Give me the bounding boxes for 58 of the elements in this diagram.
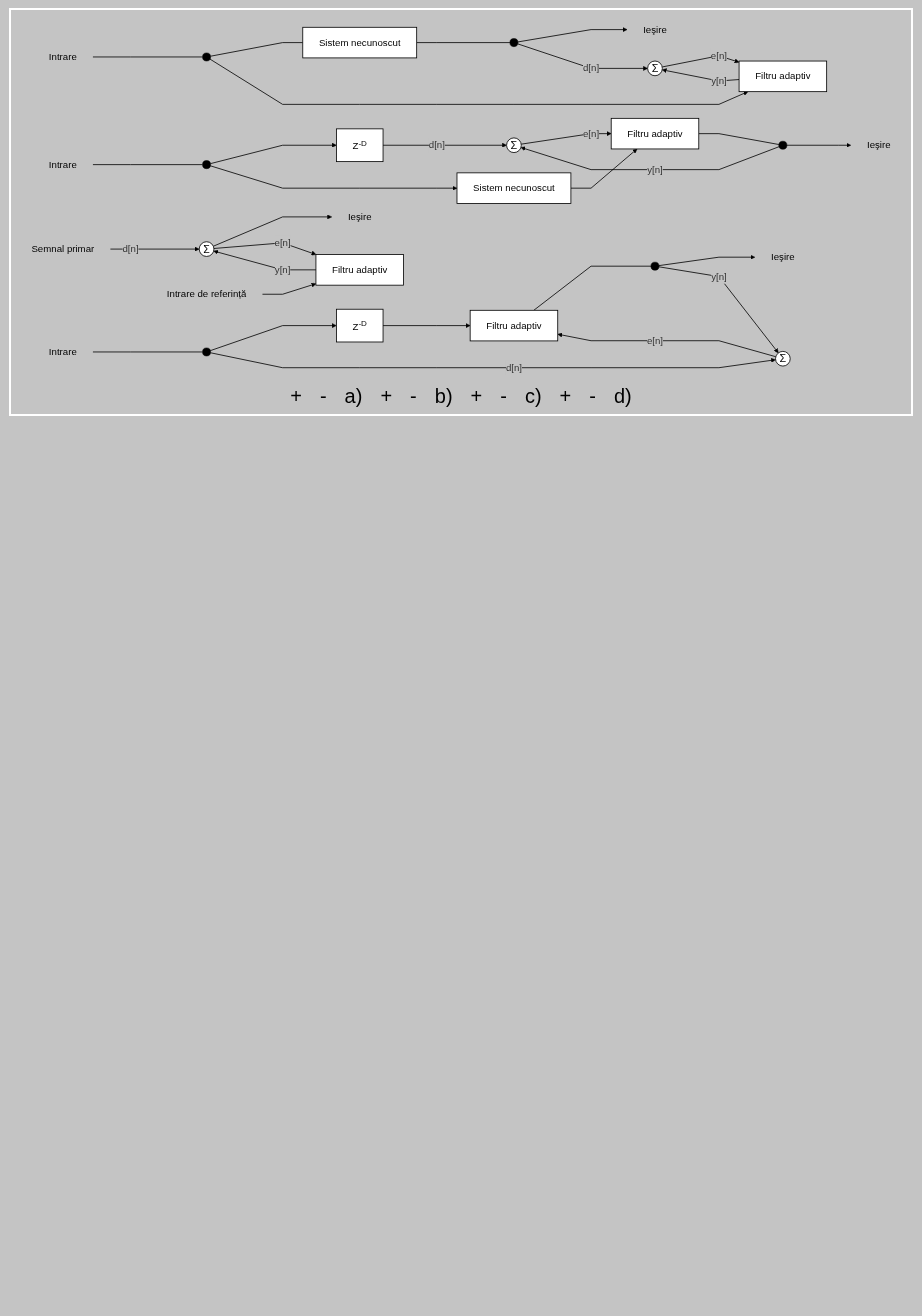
node-text: Ieşire	[866, 139, 891, 151]
node-circle	[202, 52, 211, 62]
edge-label: d[n]	[505, 362, 523, 373]
node-text: Ieşire	[347, 211, 372, 222]
diagram-label: b)	[434, 385, 453, 409]
node-box: Sistem necunoscut	[456, 172, 572, 204]
diagram-label: a)	[344, 385, 363, 409]
node-circle	[202, 160, 211, 169]
node-circle: Σ	[198, 241, 215, 257]
diagram-label: -	[500, 385, 507, 409]
diagram-label: -	[589, 385, 596, 409]
diagram-label: +	[470, 385, 483, 409]
edge-label: y[n]	[711, 270, 727, 282]
edge-label: y[n]	[274, 264, 291, 275]
connector	[92, 164, 203, 166]
connector	[92, 351, 203, 353]
node-box: Sistem necunoscut	[302, 26, 418, 59]
edge-label: e[n]	[710, 50, 727, 61]
connector	[92, 56, 203, 58]
connector	[698, 133, 780, 145]
node-box: Filtru adaptiv	[738, 60, 828, 93]
node-box: Filtru adaptiv	[610, 117, 700, 150]
node-circle	[509, 38, 519, 47]
diagram-label: d)	[613, 385, 632, 409]
node-text: Semnal primar	[31, 243, 95, 255]
edge-label: e[n]	[274, 237, 291, 248]
node-circle: Σ	[506, 137, 522, 153]
node-circle	[778, 140, 788, 150]
node-text: Intrare	[48, 158, 77, 170]
diagram-label: -	[319, 385, 327, 409]
node-box: Z$^{-D}$	[336, 128, 384, 163]
node-text: Ieşire	[771, 251, 795, 263]
node-text: Ieşire	[643, 23, 667, 35]
node-circle	[202, 347, 211, 357]
edge-label: e[n]	[582, 128, 600, 139]
edge-label: y[n]	[711, 75, 727, 87]
node-box: Z$^{-D}$	[336, 308, 384, 343]
diagram-label: +	[380, 385, 393, 409]
diagram-label: c)	[524, 385, 542, 409]
node-circle: Σ	[775, 350, 791, 367]
connector	[416, 42, 511, 43]
edge-label: d[n]	[582, 62, 600, 74]
edge-label: y[n]	[647, 163, 663, 175]
edge-label: d[n]	[122, 243, 139, 255]
node-circle: Σ	[647, 60, 663, 77]
node-text: Intrare de referință	[166, 288, 247, 300]
diagram-label: +	[559, 385, 572, 409]
diagram-label: +	[290, 385, 302, 409]
node-box: Filtru adaptiv	[469, 309, 559, 342]
diagram-label: -	[410, 385, 417, 409]
node-text: Intrare	[48, 346, 77, 358]
edge-label: d[n]	[428, 139, 445, 151]
node-text: Intrare	[48, 51, 77, 63]
node-circle	[650, 261, 660, 271]
connector	[210, 42, 304, 57]
edge-label: e[n]	[646, 335, 664, 346]
node-box: Filtru adaptiv	[315, 254, 404, 286]
connector	[533, 265, 652, 311]
